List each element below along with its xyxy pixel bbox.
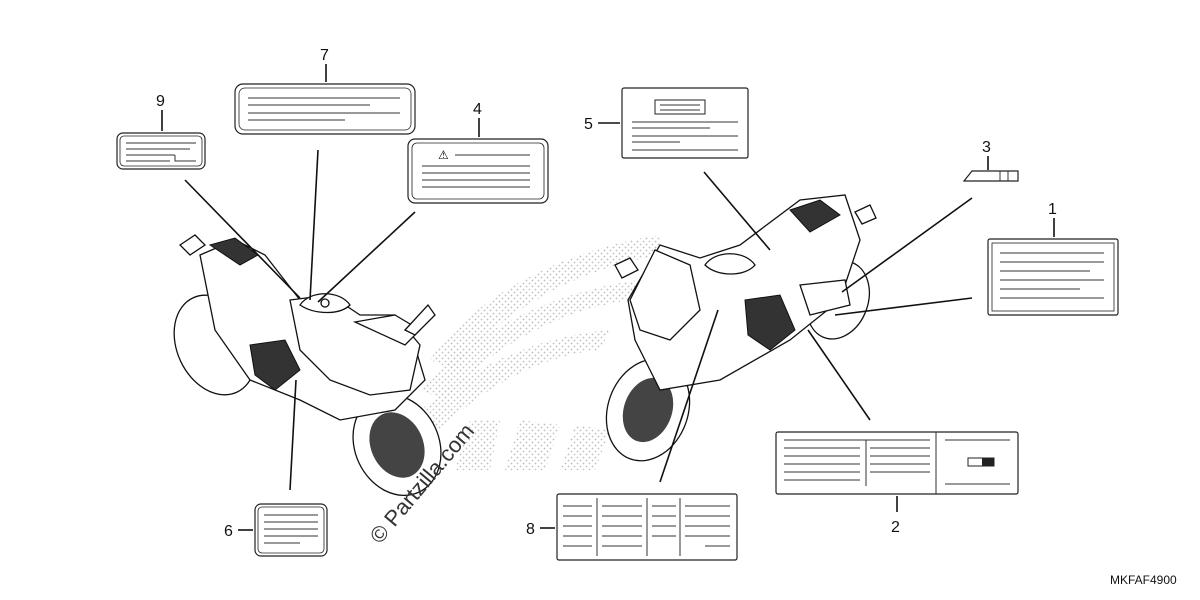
label-7[interactable] [234,83,416,135]
label-9[interactable] [116,132,206,170]
callout-4[interactable]: 4 [473,101,482,118]
label-8[interactable] [556,493,738,561]
callout-8[interactable]: 8 [526,521,535,538]
callout-1[interactable]: 1 [1048,201,1057,218]
label-6[interactable] [254,503,328,557]
callout-5[interactable]: 5 [584,116,593,133]
label-4[interactable]: ⚠ [407,138,549,204]
motorcycle-right-view [605,194,877,462]
diagram-code: MKFAF4900 [1110,573,1177,587]
label-2[interactable] [775,431,1019,495]
warning-icon: ⚠ [438,148,449,162]
callout-9[interactable]: 9 [156,93,165,110]
callout-6[interactable]: 6 [224,523,233,540]
label-5[interactable] [621,87,749,159]
callout-3[interactable]: 3 [982,139,991,156]
label-1[interactable] [987,238,1119,316]
callout-2[interactable]: 2 [891,519,900,536]
background-wing-logo [410,235,660,470]
leader-lines [161,64,1055,531]
label-3[interactable] [962,170,1019,182]
motorcycle-left-view [173,234,442,497]
callout-7[interactable]: 7 [320,47,329,64]
